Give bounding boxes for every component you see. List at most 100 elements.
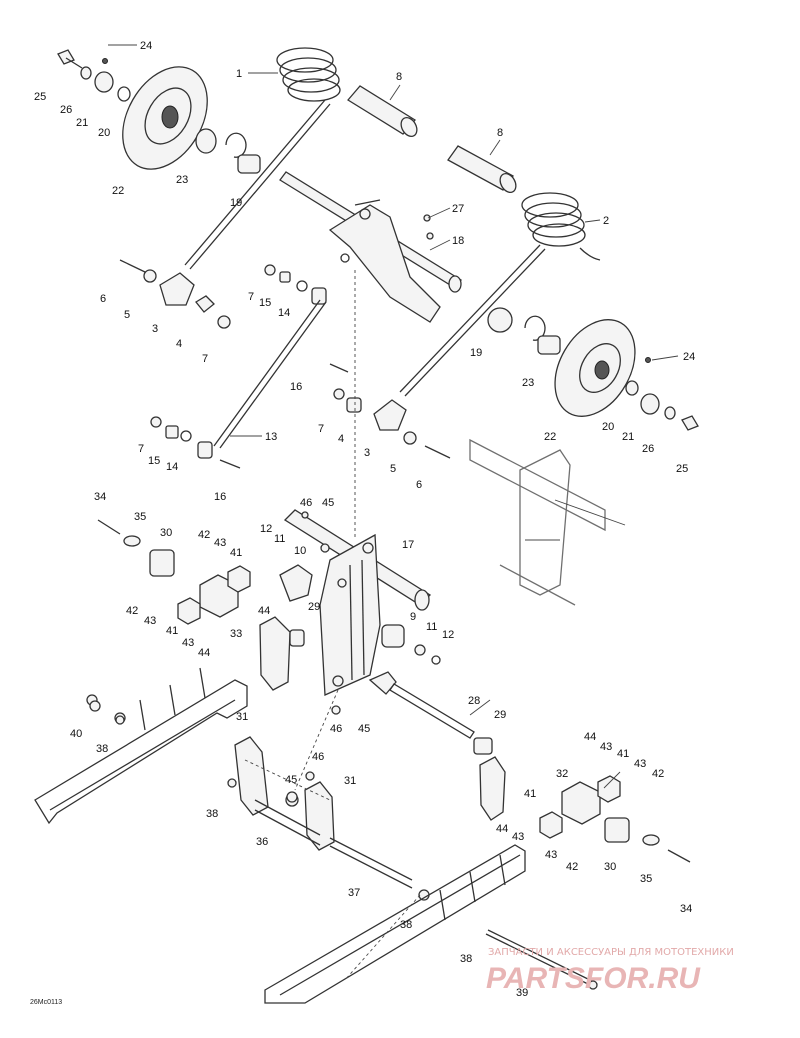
torsion-spring-right xyxy=(399,192,601,397)
pivot-arm-hardware-left xyxy=(119,259,327,329)
callout-20a: 20 xyxy=(98,127,110,139)
callout-16a: 16 xyxy=(290,381,302,393)
callout-28: 28 xyxy=(468,695,480,707)
callout-39: 39 xyxy=(516,987,528,999)
callout-19b: 19 xyxy=(470,347,482,359)
callout-34a: 34 xyxy=(94,491,106,503)
watermark-tagline: ЗАПЧАСТИ И АКСЕССУАРЫ ДЛЯ МОТОТЕХНИКИ xyxy=(488,947,734,958)
callout-3b: 3 xyxy=(364,447,370,459)
callout-42a: 42 xyxy=(198,529,210,541)
callout-13: 13 xyxy=(265,431,277,443)
callout-38a: 38 xyxy=(96,743,108,755)
callout-40: 40 xyxy=(70,728,82,740)
pivot-arm-hardware-right xyxy=(333,388,451,459)
callout-15b: 15 xyxy=(148,455,160,467)
callout-41b: 41 xyxy=(166,625,178,637)
callout-3a: 3 xyxy=(152,323,158,335)
callout-5b: 5 xyxy=(390,463,396,475)
callout-30b: 30 xyxy=(604,861,616,873)
callout-14a: 14 xyxy=(278,307,290,319)
callout-46b: 46 xyxy=(330,723,342,735)
idler-wheel-right xyxy=(487,307,699,431)
callout-41a: 41 xyxy=(230,547,242,559)
callout-7c: 7 xyxy=(318,423,324,435)
callout-42b: 42 xyxy=(126,605,138,617)
callout-38c: 38 xyxy=(400,919,412,931)
callout-43c: 43 xyxy=(182,637,194,649)
callout-4b: 4 xyxy=(338,433,344,445)
callout-21b: 21 xyxy=(622,431,634,443)
cross-shaft-upper xyxy=(279,171,462,323)
callout-43e: 43 xyxy=(634,758,646,770)
callout-29a: 29 xyxy=(308,601,320,613)
callout-37: 37 xyxy=(348,887,360,899)
rear-arm-and-axle xyxy=(227,736,430,901)
parts-artwork xyxy=(34,47,699,1004)
callout-24b: 24 xyxy=(683,351,695,363)
callout-44c: 44 xyxy=(584,731,596,743)
callout-12a: 12 xyxy=(260,523,272,535)
callout-20b: 20 xyxy=(602,421,614,433)
callout-11a: 11 xyxy=(274,533,285,545)
callout-30a: 30 xyxy=(160,527,172,539)
callout-7a: 7 xyxy=(202,353,208,365)
callout-35b: 35 xyxy=(640,873,652,885)
callout-24a: 24 xyxy=(140,40,152,52)
cross-shaft-lower xyxy=(389,683,506,821)
leader-lines xyxy=(108,44,679,789)
callout-17: 17 xyxy=(402,539,414,551)
callout-43b: 43 xyxy=(144,615,156,627)
alignment-lines xyxy=(244,270,421,981)
callout-43g: 43 xyxy=(545,849,557,861)
callout-5a: 5 xyxy=(124,309,130,321)
center-rail-assembly xyxy=(283,509,441,696)
callout-8b: 8 xyxy=(497,127,503,139)
callout-16b: 16 xyxy=(214,491,226,503)
callout-44b: 44 xyxy=(258,605,270,617)
callout-29b: 29 xyxy=(494,709,506,721)
spacer-tubes xyxy=(347,85,517,193)
callout-31b: 31 xyxy=(344,775,356,787)
callout-2: 2 xyxy=(603,215,609,227)
link-rod xyxy=(150,299,349,469)
callout-43f: 43 xyxy=(512,831,524,843)
callout-34b: 34 xyxy=(680,903,692,915)
watermark-brand: PARTSFOR.RU xyxy=(486,962,701,995)
reference-assembly-sketch xyxy=(469,438,606,606)
callout-14b: 14 xyxy=(166,461,178,473)
callout-26a: 26 xyxy=(60,104,72,116)
callout-11b: 11 xyxy=(426,621,437,633)
callout-45b: 45 xyxy=(358,723,370,735)
callout-18: 18 xyxy=(452,235,464,247)
callout-42d: 42 xyxy=(566,861,578,873)
callout-35a: 35 xyxy=(134,511,146,523)
callout-36: 36 xyxy=(256,836,268,848)
callout-15a: 15 xyxy=(259,297,271,309)
callout-12b: 12 xyxy=(442,629,454,641)
callout-22b: 22 xyxy=(544,431,556,443)
callout-23b: 23 xyxy=(522,377,534,389)
callout-44a: 44 xyxy=(198,647,210,659)
callout-10: 10 xyxy=(294,545,306,557)
callout-7d: 7 xyxy=(138,443,144,455)
side-rail-left xyxy=(34,667,248,825)
callout-8a: 8 xyxy=(396,71,402,83)
callout-31a: 31 xyxy=(236,711,248,723)
torsion-spring-left xyxy=(184,47,341,270)
callout-33: 33 xyxy=(230,628,242,640)
callout-labels: 24 1 8 25 26 21 20 22 23 19 8 27 2 18 6 … xyxy=(34,40,695,999)
figure-code: 26Mc0113 xyxy=(30,999,62,1006)
side-rail-right xyxy=(264,844,526,1004)
callout-22a: 22 xyxy=(112,185,124,197)
callout-32: 32 xyxy=(556,768,568,780)
callout-25b: 25 xyxy=(676,463,688,475)
callout-43d: 43 xyxy=(600,741,612,753)
callout-7b: 7 xyxy=(248,291,254,303)
callout-19a: 19 xyxy=(230,197,242,209)
callout-6b: 6 xyxy=(416,479,422,491)
callout-41c: 41 xyxy=(617,748,629,760)
callout-46c: 46 xyxy=(312,751,324,763)
small-fasteners xyxy=(89,214,434,803)
watermark-logo: ЗАПЧАСТИ И АКСЕССУАРЫ ДЛЯ МОТОТЕХНИКИ PA… xyxy=(486,947,734,995)
callout-21a: 21 xyxy=(76,117,88,129)
